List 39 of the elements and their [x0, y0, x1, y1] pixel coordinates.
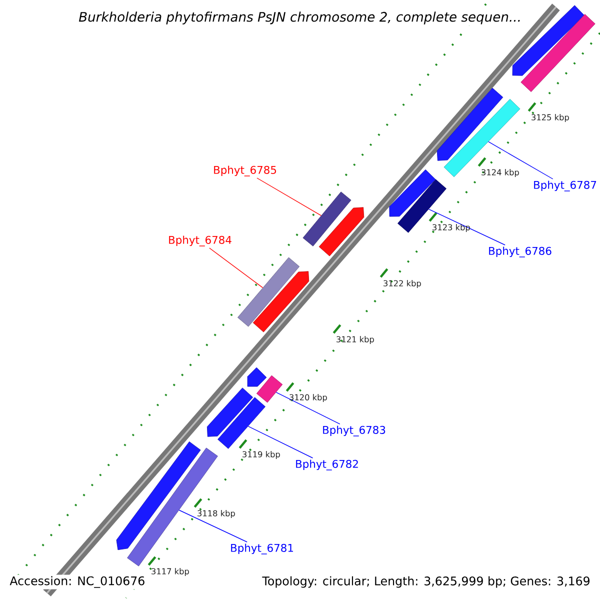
leader-line [248, 426, 314, 458]
tick-label: 3124 kbp [482, 169, 519, 177]
summary-text: Topology: circular; Length: 3,625,999 bp; Genes: 3,169 [260, 574, 592, 590]
leader-line [178, 510, 248, 542]
gene-bar [520, 14, 596, 92]
leader-line [428, 208, 506, 246]
tick-label: 3118 kbp [198, 510, 235, 518]
gene-bar [237, 257, 300, 327]
gene-bar [302, 192, 352, 246]
gene-label: Bphyt_6787 [534, 180, 596, 192]
gene-feature [206, 388, 254, 437]
gene-label: Bphyt_6785 [214, 166, 276, 176]
tick-label: 3119 kbp [242, 451, 280, 459]
gene-label: Bphyt_6786 [489, 246, 552, 258]
gene-feature [318, 207, 364, 256]
gene-bar [256, 375, 283, 403]
tick-label: 3117 kbp [152, 568, 189, 576]
gene-feature [252, 271, 310, 332]
gene-label: Bphyt_6781 [231, 544, 293, 554]
title: Burkholderia phytofirmans PsJN chromosome 2, complete sequen... [77, 10, 523, 26]
tick-label: 3122 kbp [384, 280, 421, 288]
tick-label: 3123 kbp [432, 224, 470, 232]
gene-label: Bphyt_6782 [296, 460, 358, 470]
tick-label: 3125 kbp [532, 114, 569, 122]
gene-bar [218, 397, 266, 449]
accession-text: Accession: NC_010676 [8, 574, 147, 590]
tick-label: 3120 kbp [290, 394, 327, 402]
gene-feature [389, 169, 436, 217]
leader-line [209, 248, 264, 288]
gene-bar [444, 98, 520, 178]
leader-line [256, 178, 322, 216]
tick-label: 3121 kbp [336, 336, 374, 344]
gene-feature [436, 88, 504, 161]
gene-bar [127, 448, 218, 566]
gene-label: Bphyt_6783 [323, 426, 386, 436]
leader-line [488, 141, 554, 180]
gene-feature [247, 367, 267, 387]
gene-label: Bphyt_6784 [169, 236, 232, 246]
leader-line [276, 392, 340, 424]
